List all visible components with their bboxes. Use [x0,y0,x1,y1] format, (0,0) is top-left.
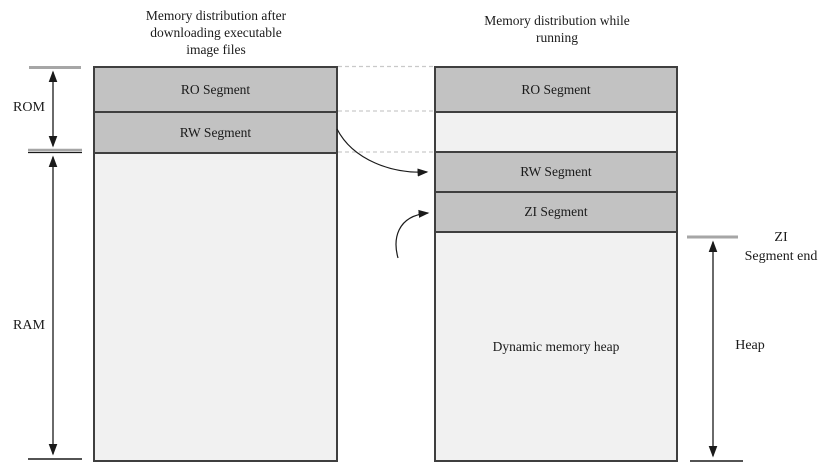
right-unused-gap [436,113,676,153]
zi-relocation-arrow [395,209,430,259]
right-rw-segment-label: RW Segment [520,164,592,179]
left-diagram-title: Memory distribution after downloading ex… [116,7,316,58]
heap-label: Heap [735,338,765,353]
zi-segment-end-label: ZI Segment end [733,228,829,266]
rom-label: ROM [13,100,45,115]
ram-extent-arrow [28,155,82,460]
left-title-line-1: Memory distribution after [145,8,287,23]
right-zi-segment-label: ZI Segment [524,204,588,219]
right-memory-box: RO Segment RW Segment ZI Segment Dynamic… [434,66,678,462]
left-ro-segment: RO Segment [95,68,336,113]
rw-relocation-arrow [336,128,429,177]
right-ro-segment: RO Segment [436,68,676,113]
ram-label: RAM [13,318,45,333]
left-ro-segment-label: RO Segment [180,81,251,97]
left-memory-box: RO Segment RW Segment [93,66,338,462]
heap-area-label: Dynamic memory heap [492,338,620,354]
right-heap-area: Dynamic memory heap [436,233,676,460]
dashed-connector-lines [338,65,434,153]
right-title-line-1: Memory distribution while [484,13,630,28]
left-title-line-2: downloading executable [150,25,282,40]
right-title-line-2: running [536,30,578,45]
right-rw-segment: RW Segment [436,153,676,193]
left-title-line-3: image files [186,42,246,57]
right-diagram-title: Memory distribution while running [457,12,657,46]
left-rw-segment: RW Segment [95,113,336,154]
zi-segment-end-line-1: ZI [774,230,788,245]
left-rw-segment-label: RW Segment [179,124,252,140]
right-ro-segment-label: RO Segment [521,81,591,97]
zi-segment-end-line-2: Segment end [744,249,818,264]
right-zi-segment: ZI Segment [436,193,676,233]
